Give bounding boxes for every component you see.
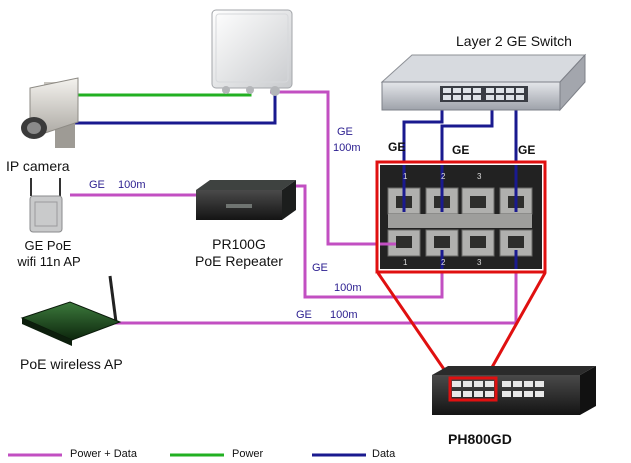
ip-camera-icon	[21, 77, 79, 148]
repeater-label-2: PoE Repeater	[195, 253, 283, 269]
injector-highlight	[448, 376, 498, 402]
panel-port-top-2: 2	[441, 172, 446, 181]
camera-label: IP camera	[6, 158, 70, 174]
legend-label-power: Power	[232, 448, 264, 460]
link-label-100m-wifi: 100m	[118, 179, 146, 191]
link-label-100m-wireless: 100m	[330, 309, 358, 321]
poe-injector-icon	[432, 366, 596, 415]
switch-icon	[380, 53, 587, 112]
wireless-router-icon	[20, 275, 122, 346]
link-label-100m-outdoor: 100m	[333, 142, 361, 154]
link-label-ge-wireless: GE	[296, 309, 312, 321]
poe-repeater-icon	[196, 180, 296, 220]
wifi-ap-label-1: GE PoE	[24, 238, 72, 253]
panel-port-top-1: 1	[403, 172, 408, 181]
data-line-camera	[70, 95, 277, 125]
zoom-line-left	[376, 272, 452, 379]
outdoor-enclosure-icon	[211, 9, 293, 96]
panel-port-top-3: 3	[477, 172, 482, 181]
wifi-ap-label-2: wifi 11n AP	[17, 254, 81, 269]
wireless-ap-label: PoE wireless AP	[20, 356, 123, 372]
legend-label-power-data: Power + Data	[70, 448, 137, 460]
panel-port-bottom-3: 3	[477, 258, 482, 267]
panel-port-bottom-2: 2	[441, 258, 446, 267]
link-label-ge-switch-1: GE	[388, 140, 406, 154]
zoom-line-right	[484, 272, 547, 379]
link-label-100m-repeater: 100m	[334, 282, 362, 294]
power-data-line-outdoor	[270, 90, 394, 246]
power-data-line-repeater	[296, 184, 444, 299]
wifi-ap-icon	[29, 178, 63, 233]
injector-label: PH800GD	[448, 431, 512, 447]
link-label-ge-switch-2: GE	[452, 143, 470, 157]
legend-label-data: Data	[372, 448, 396, 460]
link-label-ge-outdoor: GE	[337, 126, 353, 138]
link-label-ge-repeater: GE	[312, 262, 328, 274]
panel-port-bottom-1: 1	[403, 258, 408, 267]
switch-label: Layer 2 GE Switch	[456, 33, 572, 49]
link-label-ge-wifi: GE	[89, 179, 105, 191]
link-label-ge-switch-3: GE	[518, 143, 536, 157]
repeater-label-1: PR100G	[212, 236, 266, 252]
